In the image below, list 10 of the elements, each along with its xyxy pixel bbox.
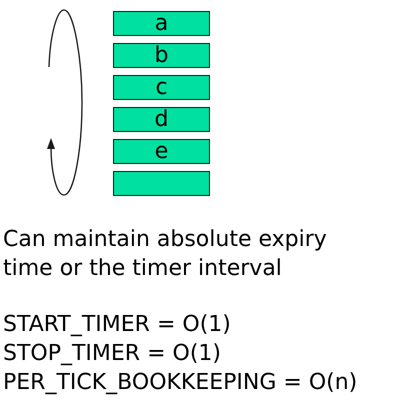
list-entry: a [113,11,210,36]
complexity-formula: STOP_TIMER = O(1) [3,340,221,368]
empty-list-entry [113,171,210,196]
list-entry: e [113,139,210,164]
note-text: Can maintain absolute expiry time or the timer interval [3,226,328,283]
complexity-formula: START_TIMER = O(1) [3,311,231,339]
list-entry: b [113,43,210,68]
complexity-formula: PER_TICK_BOOKKEEPING = O(n) [3,369,358,397]
list-entry: d [113,107,210,132]
list-entry: c [113,75,210,100]
